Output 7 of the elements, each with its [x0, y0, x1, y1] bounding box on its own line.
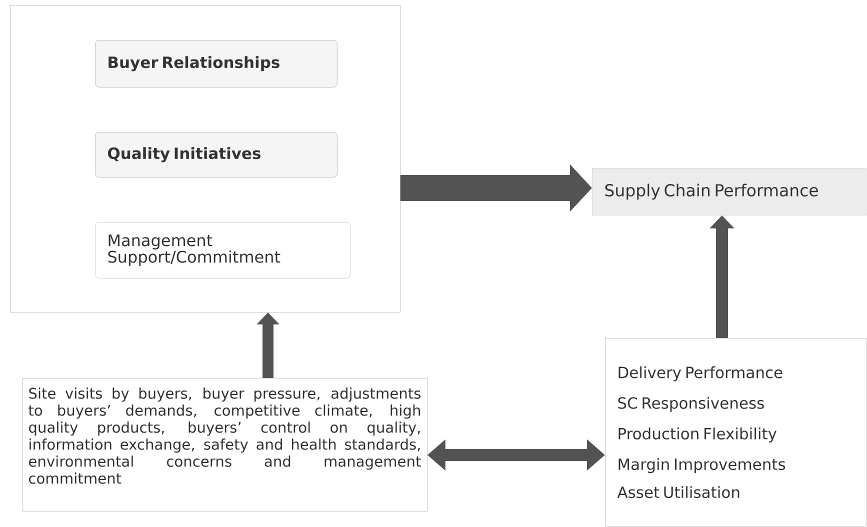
text-box: Site visits by buyers, buyer pressure, adjustments to buyers’ demands, competitive climate, high quality products, buyers’ control on quality, information exchange, safety and health standards, environmental concerns and management commitment	[22, 378, 428, 512]
frame-box	[10, 5, 400, 312]
list-box: Delivery Performance SC Responsiveness Production Flexibility Margin Improvements Asset Utilisation	[605, 338, 866, 526]
rounded-box: Management Support/Commitment	[95, 222, 350, 278]
process-box: Supply Chain Performance	[592, 168, 866, 216]
rounded-box: Buyer Relationships	[95, 40, 338, 88]
rounded-box: Quality Initiatives	[95, 132, 338, 178]
